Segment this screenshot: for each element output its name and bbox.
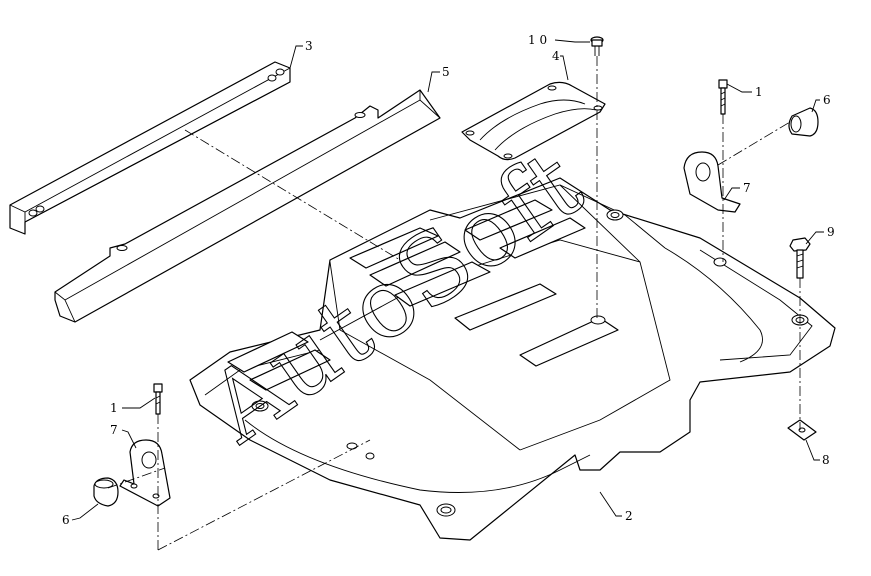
part-1-bolt-upper [718, 79, 728, 115]
part-3-flat-bar [9, 61, 291, 235]
callout-1-upper: 1 [755, 85, 763, 99]
callout-7-lower: 7 [110, 423, 118, 437]
part-8-clip-nut [787, 419, 817, 441]
part-5-angle-bar [54, 89, 441, 323]
callout-5: 5 [442, 65, 450, 79]
callout-10: 1 0 [528, 33, 547, 47]
callout-8: 8 [822, 453, 830, 467]
callout-6-lower: 6 [62, 513, 70, 527]
callout-numbers: 3 5 4 1 0 1 6 7 9 8 2 1 7 6 [62, 33, 835, 527]
callout-2: 2 [625, 509, 633, 523]
part-1-bolt-lower [153, 383, 163, 415]
part-7-bracket-lower [119, 439, 171, 507]
part-10-bolt [590, 36, 604, 56]
callout-6-upper: 6 [823, 93, 831, 107]
part-9-bolt [789, 237, 811, 279]
callout-1-lower: 1 [110, 401, 118, 415]
callout-leaders [71, 39, 824, 521]
part-4-shell-cover [461, 81, 606, 161]
part-6-bushing-upper [788, 107, 819, 137]
callout-7-upper: 7 [743, 181, 751, 195]
part-7-bracket-upper [683, 151, 741, 213]
tray-ribs [227, 199, 619, 391]
callout-3: 3 [305, 39, 313, 53]
assembly-center-lines [107, 56, 801, 551]
callout-4: 4 [552, 49, 560, 63]
callout-9: 9 [827, 225, 835, 239]
part-6-bushing-lower [93, 477, 119, 507]
